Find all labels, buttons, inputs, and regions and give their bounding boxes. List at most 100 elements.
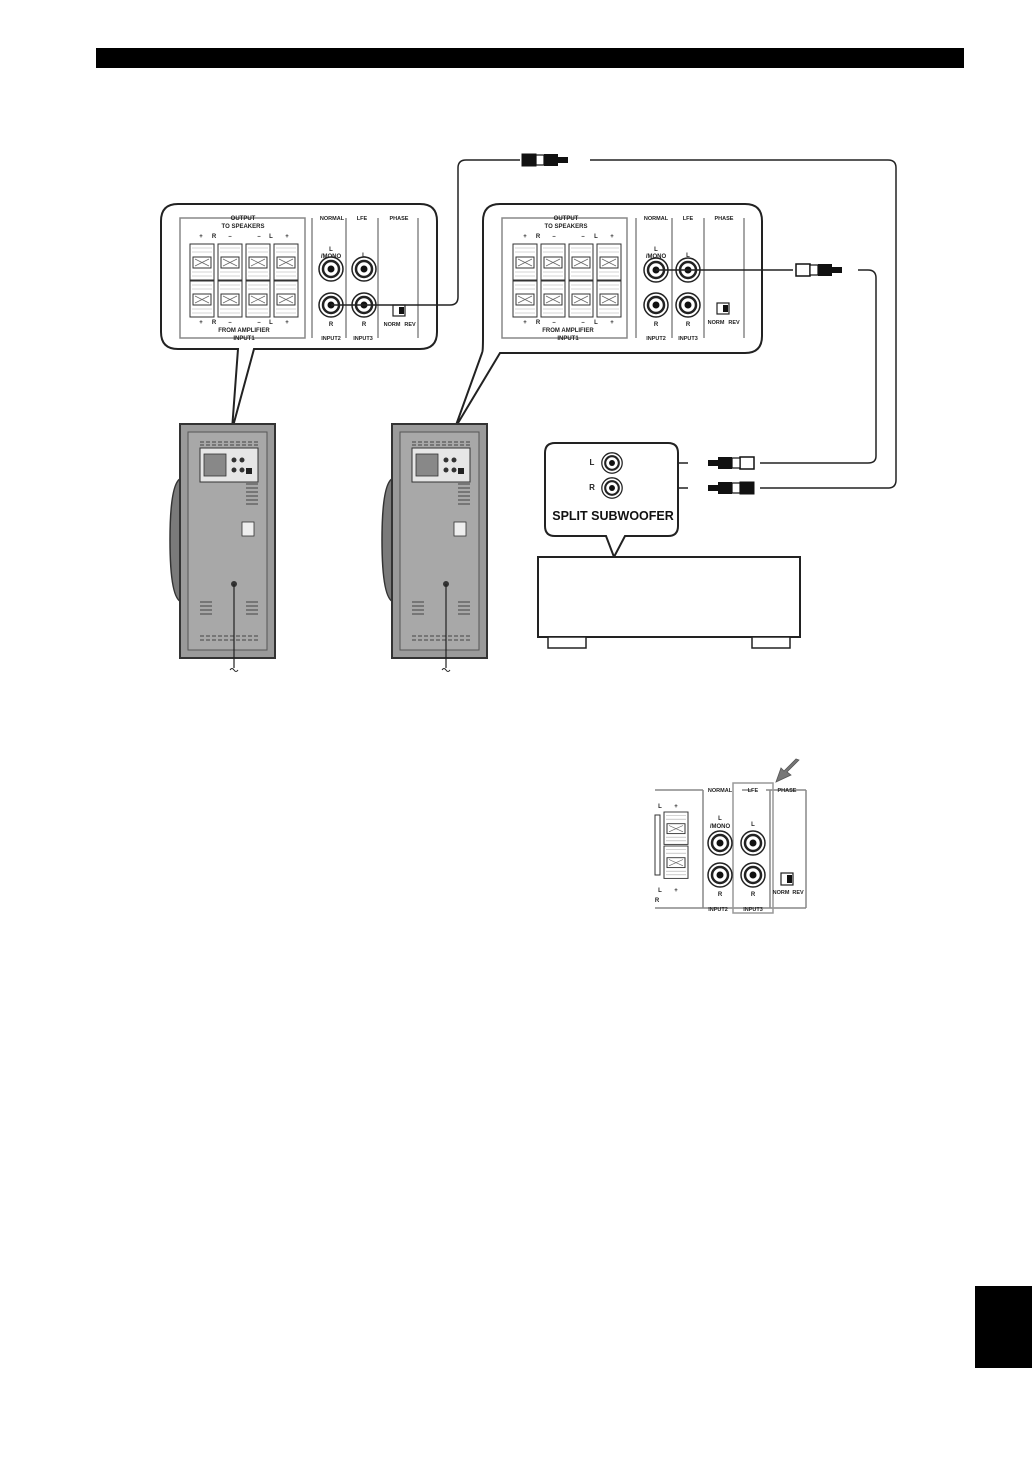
- to-speakers-label: TO SPEAKERS: [222, 224, 265, 230]
- rca-plug-top: [521, 153, 569, 167]
- minus-sign: –: [581, 320, 585, 326]
- from-amplifier-label: FROM AMPLIFIER: [218, 328, 270, 334]
- norm-label: NORM: [708, 320, 725, 326]
- r-mark: R: [686, 322, 691, 328]
- header-bar: [96, 48, 964, 68]
- l-mark: L: [751, 822, 755, 828]
- l-mark: L: [686, 253, 690, 259]
- plus-sign: +: [285, 234, 289, 240]
- amp-l-jack[interactable]: [600, 451, 624, 475]
- left-panel-callout: OUTPUT TO SPEAKERS NORMAL LFE PHASE + R …: [160, 203, 438, 431]
- plus-sign: +: [199, 320, 203, 326]
- inset-input2-r-jack[interactable]: [706, 861, 734, 889]
- rca-plug-mid: [795, 263, 843, 277]
- r-mark: R: [536, 320, 541, 326]
- input1-label: INPUT1: [557, 336, 579, 342]
- input3-label: INPUT3: [678, 336, 698, 342]
- plus-sign: +: [674, 804, 678, 810]
- mono-label: /MONO: [646, 254, 667, 260]
- input2-r-jack[interactable]: [642, 291, 670, 319]
- minus-sign: –: [257, 234, 261, 240]
- minus-sign: –: [257, 320, 261, 326]
- normal-label: NORMAL: [644, 216, 669, 222]
- subwoofer-left: [169, 423, 276, 672]
- l-mark: L: [329, 247, 333, 253]
- minus-sign: –: [228, 234, 232, 240]
- l-mark: L: [362, 253, 366, 259]
- r-mark: R: [655, 898, 660, 904]
- r-mark: R: [362, 322, 367, 328]
- normal-label: NORMAL: [320, 216, 345, 222]
- output-label: OUTPUT: [231, 216, 256, 222]
- input2-label: INPUT2: [646, 336, 666, 342]
- rev-label: REV: [728, 320, 740, 326]
- amp-r-jack[interactable]: [600, 476, 624, 500]
- inset-input3-l-jack[interactable]: [739, 829, 767, 857]
- amp-l-mark: L: [590, 458, 595, 467]
- l-mark: L: [594, 234, 598, 240]
- amplifier-callout: L R SPLIT SUBWOOFER: [544, 442, 679, 560]
- l-mark: L: [594, 320, 598, 326]
- r-mark: R: [212, 234, 217, 240]
- l-mark: L: [718, 816, 722, 822]
- r-mark: R: [212, 320, 217, 326]
- inset-lfe-label: LFE: [748, 788, 759, 794]
- subwoofer-right: [381, 423, 488, 672]
- lfe-label: LFE: [357, 216, 368, 222]
- inset-input3-label: INPUT3: [743, 907, 763, 913]
- l-mark: L: [658, 804, 662, 810]
- l-mark: L: [658, 888, 662, 894]
- arrow-icon: [775, 758, 800, 783]
- inset-phase-label: PHASE: [778, 788, 797, 794]
- r-mark: R: [718, 892, 723, 898]
- to-speakers-label: TO SPEAKERS: [545, 224, 588, 230]
- r-mark: R: [329, 322, 334, 328]
- plus-sign: +: [674, 888, 678, 894]
- minus-sign: –: [581, 234, 585, 240]
- inset-detail: NORMAL LFE PHASE L + L + R L /MONO R L R…: [654, 758, 807, 914]
- plus-sign: +: [199, 234, 203, 240]
- output-label: OUTPUT: [554, 216, 579, 222]
- input1-label: INPUT1: [233, 336, 255, 342]
- from-amplifier-label: FROM AMPLIFIER: [542, 328, 594, 334]
- minus-sign: –: [552, 320, 556, 326]
- inset-rev-label: REV: [792, 890, 804, 896]
- amp-r-mark: R: [589, 483, 595, 492]
- inset-input3-r-jack[interactable]: [739, 861, 767, 889]
- phase-label: PHASE: [715, 216, 734, 222]
- plus-sign: +: [523, 320, 527, 326]
- input3-label: INPUT3: [353, 336, 373, 342]
- plus-sign: +: [285, 320, 289, 326]
- right-panel-callout: OUTPUT TO SPEAKERS NORMAL LFE PHASE + R …: [454, 203, 763, 429]
- inset-mono-label: /MONO: [710, 824, 731, 830]
- minus-sign: –: [552, 234, 556, 240]
- plus-sign: +: [610, 320, 614, 326]
- minus-sign: –: [228, 320, 232, 326]
- plus-sign: +: [523, 234, 527, 240]
- inset-input2-label: INPUT2: [708, 907, 728, 913]
- rev-label: REV: [404, 322, 416, 328]
- rca-plug-amp-r: [707, 481, 755, 495]
- lfe-label: LFE: [683, 216, 694, 222]
- split-subwoofer-label: SPLIT SUBWOOFER: [552, 509, 674, 523]
- l-mark: L: [269, 320, 273, 326]
- l-mark: L: [269, 234, 273, 240]
- amplifier-body: [537, 556, 801, 649]
- inset-norm-label: NORM: [773, 890, 790, 896]
- norm-label: NORM: [384, 322, 401, 328]
- r-mark: R: [751, 892, 756, 898]
- r-mark: R: [536, 234, 541, 240]
- input2-l-jack[interactable]: [317, 255, 345, 283]
- l-mark: L: [654, 247, 658, 253]
- input3-l-jack[interactable]: [350, 255, 378, 283]
- inset-input2-l-jack[interactable]: [706, 829, 734, 857]
- lfe-highlight: [732, 782, 774, 914]
- input3-r-jack[interactable]: [674, 291, 702, 319]
- rca-plug-amp-l: [707, 456, 755, 470]
- plus-sign: +: [610, 234, 614, 240]
- phase-label: PHASE: [390, 216, 409, 222]
- r-mark: R: [654, 322, 659, 328]
- side-tab: [975, 1286, 1032, 1368]
- input2-label: INPUT2: [321, 336, 341, 342]
